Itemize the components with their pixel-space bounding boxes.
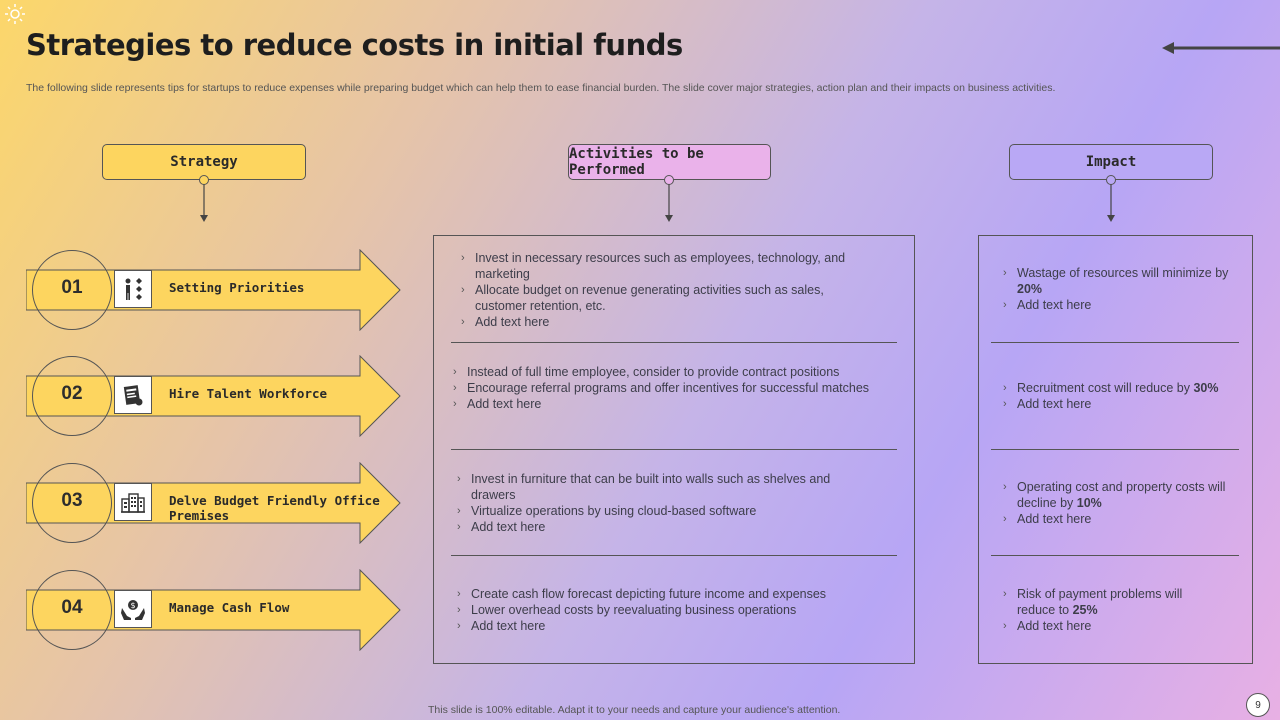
impact-list-4: Risk of payment problems will reduce to … — [999, 586, 1223, 634]
strategy-number: 04 — [61, 597, 83, 618]
connector-impact — [1106, 175, 1116, 222]
impact-list-3: Operating cost and property costs will d… — [999, 479, 1235, 527]
list-item: Add text here — [999, 297, 1239, 313]
list-item: Add text here — [457, 314, 857, 330]
cash-flow-hands-icon: $ — [114, 590, 152, 628]
list-item: Allocate budget on revenue generating ac… — [457, 282, 857, 314]
list-item: Risk of payment problems will reduce to … — [999, 586, 1223, 618]
list-item: Operating cost and property costs will d… — [999, 479, 1235, 511]
strategy-number: 03 — [61, 490, 83, 511]
connector-activities — [664, 175, 674, 222]
divider — [991, 342, 1239, 343]
list-item: Lower overhead costs by reevaluating bus… — [453, 602, 883, 618]
strategy-label: Hire Talent Workforce — [169, 386, 328, 401]
divider — [451, 342, 897, 343]
header-strategy: Strategy — [102, 144, 306, 180]
number-circle — [32, 250, 112, 330]
activities-list-1: Invest in necessary resources such as em… — [457, 250, 857, 330]
strategy-number: 02 — [61, 383, 83, 404]
slide-title: Strategies to reduce costs in initial fu… — [26, 28, 683, 62]
impact-panel — [978, 235, 1253, 664]
list-item: Add text here — [999, 511, 1235, 527]
priorities-icon — [114, 270, 152, 308]
sun-icon — [5, 4, 25, 24]
list-item: Add text here — [999, 618, 1223, 634]
strategy-label: Manage Cash Flow — [169, 600, 290, 615]
impact-list-2: Recruitment cost will reduce by 30% Add … — [999, 380, 1247, 412]
hire-talent-icon — [114, 376, 152, 414]
page-number: 9 — [1246, 693, 1270, 717]
footer-note: This slide is 100% editable. Adapt it to… — [428, 704, 841, 716]
connector-strategy — [199, 175, 209, 222]
list-item: Add text here — [453, 519, 833, 535]
list-item: Instead of full time employee, consider … — [449, 364, 909, 380]
slide-subtitle: The following slide represents tips for … — [26, 82, 1056, 94]
list-item: Create cash flow forecast depicting futu… — [453, 586, 883, 602]
strategy-label: Delve Budget Friendly Office Premises — [169, 493, 380, 523]
impact-list-1: Wastage of resources will minimize by 20… — [999, 265, 1239, 313]
list-item: Add text here — [453, 618, 883, 634]
divider — [991, 449, 1239, 450]
activities-list-3: Invest in furniture that can be built in… — [453, 471, 833, 535]
list-item: Recruitment cost will reduce by 30% — [999, 380, 1247, 396]
header-impact: Impact — [1009, 144, 1213, 180]
strategy-label: Setting Priorities — [169, 280, 305, 295]
strategy-row-3: 03 Delve Budget Friendly Office Premises — [26, 462, 406, 544]
activities-panel — [433, 235, 915, 664]
back-arrow-icon[interactable] — [1160, 38, 1280, 58]
number-circle — [32, 570, 112, 650]
number-circle — [32, 463, 112, 543]
svg-text:$: $ — [130, 601, 135, 610]
strategy-number: 01 — [61, 277, 83, 298]
list-item: Wastage of resources will minimize by 20… — [999, 265, 1239, 297]
activities-list-4: Create cash flow forecast depicting futu… — [453, 586, 883, 634]
strategy-row-4: 04 $ Manage Cash Flow — [26, 569, 406, 651]
list-item: Encourage referral programs and offer in… — [449, 380, 909, 396]
divider — [991, 555, 1239, 556]
strategy-row-1: 01 Setting Priorities — [26, 249, 406, 331]
activities-list-2: Instead of full time employee, consider … — [449, 364, 909, 412]
header-activities: Activities to be Performed — [568, 144, 771, 180]
number-circle — [32, 356, 112, 436]
divider — [451, 449, 897, 450]
strategy-row-2: 02 Hire Talent Workforce — [26, 355, 406, 437]
list-item: Virtualize operations by using cloud-bas… — [453, 503, 833, 519]
list-item: Add text here — [449, 396, 909, 412]
office-building-icon — [114, 483, 152, 521]
divider — [451, 555, 897, 556]
list-item: Invest in furniture that can be built in… — [453, 471, 833, 503]
list-item: Invest in necessary resources such as em… — [457, 250, 857, 282]
list-item: Add text here — [999, 396, 1247, 412]
